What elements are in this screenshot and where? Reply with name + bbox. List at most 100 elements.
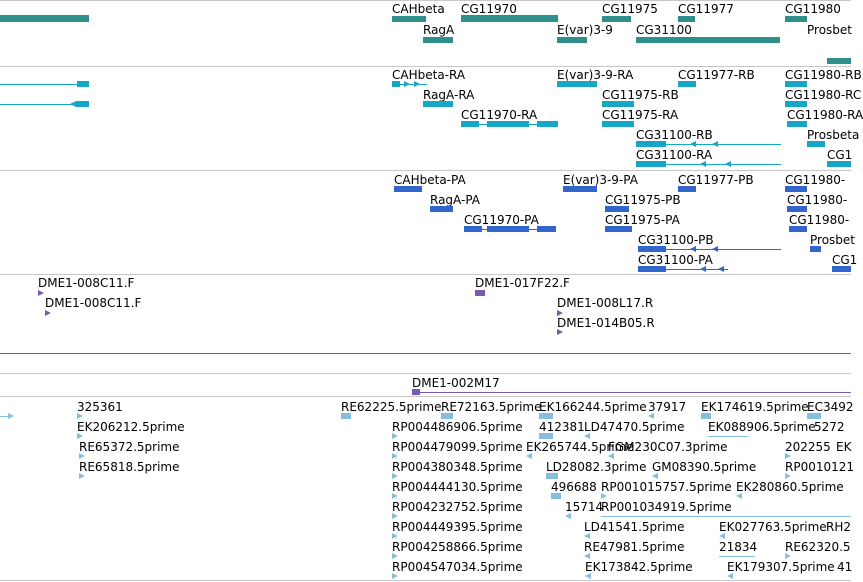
clone-label[interactable]: DME1-008C11.F: [38, 276, 135, 290]
translation-exon[interactable]: [638, 266, 666, 272]
clone-end-marker[interactable]: [557, 310, 563, 316]
est-label[interactable]: LD28082.3prime: [546, 460, 647, 474]
transcript-exon[interactable]: [77, 81, 89, 87]
est-label[interactable]: EK088906.5prime: [708, 420, 816, 434]
transcript-exon[interactable]: [636, 161, 666, 167]
est-label[interactable]: RE47981.5prime: [584, 540, 685, 554]
est-marker[interactable]: [807, 413, 821, 419]
transcript-exon[interactable]: [537, 121, 558, 127]
est-label[interactable]: RP004479099.5prime: [392, 440, 523, 454]
est-marker[interactable]: [584, 533, 590, 539]
transcript-label[interactable]: CG11977-RB: [678, 68, 755, 82]
transcript-label[interactable]: CG11980-RB: [785, 68, 862, 82]
est-marker[interactable]: [785, 453, 791, 459]
translation-exon[interactable]: [487, 226, 529, 232]
gene-feature-bar[interactable]: [0, 15, 89, 22]
est-marker[interactable]: [392, 433, 398, 439]
transcript-exon[interactable]: [487, 121, 529, 127]
translation-label[interactable]: CG11975-PA: [605, 213, 680, 227]
transcript-label[interactable]: CG1: [827, 148, 853, 162]
est-marker[interactable]: [652, 473, 658, 479]
clone-end-marker[interactable]: [45, 310, 51, 316]
clone-label[interactable]: DME1-017F22.F: [475, 276, 570, 290]
gene-feature-bar[interactable]: [461, 15, 558, 22]
est-label[interactable]: EK174619.5prime: [701, 400, 809, 414]
transcript-exon[interactable]: [827, 161, 851, 167]
est-marker[interactable]: [539, 433, 553, 439]
translation-exon[interactable]: [678, 186, 696, 192]
est-label[interactable]: RE65372.5prime: [79, 440, 180, 454]
est-label[interactable]: EK027763.5prime: [719, 520, 827, 534]
est-label[interactable]: LD41541.5prime: [584, 520, 685, 534]
est-marker[interactable]: [392, 573, 398, 579]
clone-span-line[interactable]: [0, 353, 851, 354]
est-label[interactable]: RP004232752.5prime: [392, 500, 523, 514]
transcript-exon[interactable]: [785, 81, 807, 87]
est-marker[interactable]: [392, 473, 398, 479]
est-label[interactable]: RE72163.5prime: [441, 400, 542, 414]
est-label[interactable]: RP004547034.5prime: [392, 560, 523, 574]
est-label[interactable]: RE65818.5prime: [79, 460, 180, 474]
est-marker[interactable]: [341, 413, 351, 419]
est-marker[interactable]: [77, 433, 83, 439]
est-label[interactable]: EC3492: [807, 400, 854, 414]
est-label[interactable]: 37917: [648, 400, 687, 414]
est-label[interactable]: RP001034919.5prime: [601, 500, 732, 514]
translation-exon[interactable]: [605, 206, 629, 212]
est-label[interactable]: 41: [837, 560, 853, 574]
gene-feature-bar[interactable]: [678, 16, 695, 22]
est-label[interactable]: 202255: [785, 440, 831, 454]
est-label[interactable]: EK206212.5prime: [77, 420, 185, 434]
est-marker[interactable]: [539, 413, 553, 419]
clone-label[interactable]: DME1-008C11.F: [45, 296, 142, 310]
est-marker[interactable]: [727, 573, 733, 579]
transcript-exon[interactable]: [807, 141, 825, 147]
transcript-exon[interactable]: [76, 101, 89, 107]
transcript-label[interactable]: CG11980-RC: [785, 88, 862, 102]
translation-label[interactable]: CG11980-: [787, 193, 848, 207]
translation-exon[interactable]: [787, 206, 807, 212]
est-marker[interactable]: [719, 533, 725, 539]
est-label[interactable]: EK179307.5prime: [727, 560, 835, 574]
est-label[interactable]: EK265744.5prime: [526, 440, 634, 454]
clone-end-marker[interactable]: [38, 290, 44, 296]
clone-end-marker[interactable]: [557, 329, 563, 335]
translation-exon[interactable]: [563, 186, 597, 192]
est-marker[interactable]: [565, 513, 571, 519]
translation-exon[interactable]: [430, 206, 453, 212]
est-label[interactable]: RE62320.5: [785, 540, 851, 554]
gene-label[interactable]: CG11980: [785, 2, 841, 16]
est-label[interactable]: RH2: [826, 520, 851, 534]
gene-feature-bar[interactable]: [423, 37, 453, 43]
translation-exon[interactable]: [638, 246, 666, 252]
translation-exon[interactable]: [605, 226, 632, 232]
transcript-label[interactable]: CG11975-RA: [602, 108, 679, 122]
transcript-exon[interactable]: [785, 101, 807, 107]
est-marker[interactable]: [551, 493, 561, 499]
translation-label[interactable]: CG11977-PB: [678, 173, 754, 187]
est-label[interactable]: RP004258866.5prime: [392, 540, 523, 554]
est-span-line[interactable]: [719, 556, 755, 557]
est-marker[interactable]: [392, 533, 398, 539]
translation-label[interactable]: CG31100-PB: [638, 233, 714, 247]
est-span-line[interactable]: [0, 416, 12, 417]
gene-feature-bar[interactable]: [636, 37, 780, 43]
translation-exon[interactable]: [785, 186, 807, 192]
est-label[interactable]: 325361: [77, 400, 123, 414]
transcript-exon[interactable]: [461, 121, 479, 127]
gene-feature-bar[interactable]: [785, 16, 807, 22]
translation-label[interactable]: RagA-PA: [430, 193, 480, 207]
transcript-label[interactable]: CG31100-RB: [636, 128, 713, 142]
transcript-label[interactable]: CAHbeta-RA: [392, 68, 466, 82]
est-label[interactable]: RE62225.5prime: [341, 400, 442, 414]
transcript-exon[interactable]: [392, 81, 400, 87]
est-label[interactable]: GM08390.5prime: [652, 460, 757, 474]
transcript-exon[interactable]: [636, 141, 666, 147]
gene-feature-bar[interactable]: [827, 58, 851, 64]
transcript-label[interactable]: CG31100-RA: [636, 148, 713, 162]
gene-feature-bar[interactable]: [392, 16, 426, 22]
gene-label[interactable]: E(var)3-9: [557, 23, 613, 37]
clone-label[interactable]: DME1-014B05.R: [557, 316, 655, 330]
transcript-exon[interactable]: [602, 121, 634, 127]
